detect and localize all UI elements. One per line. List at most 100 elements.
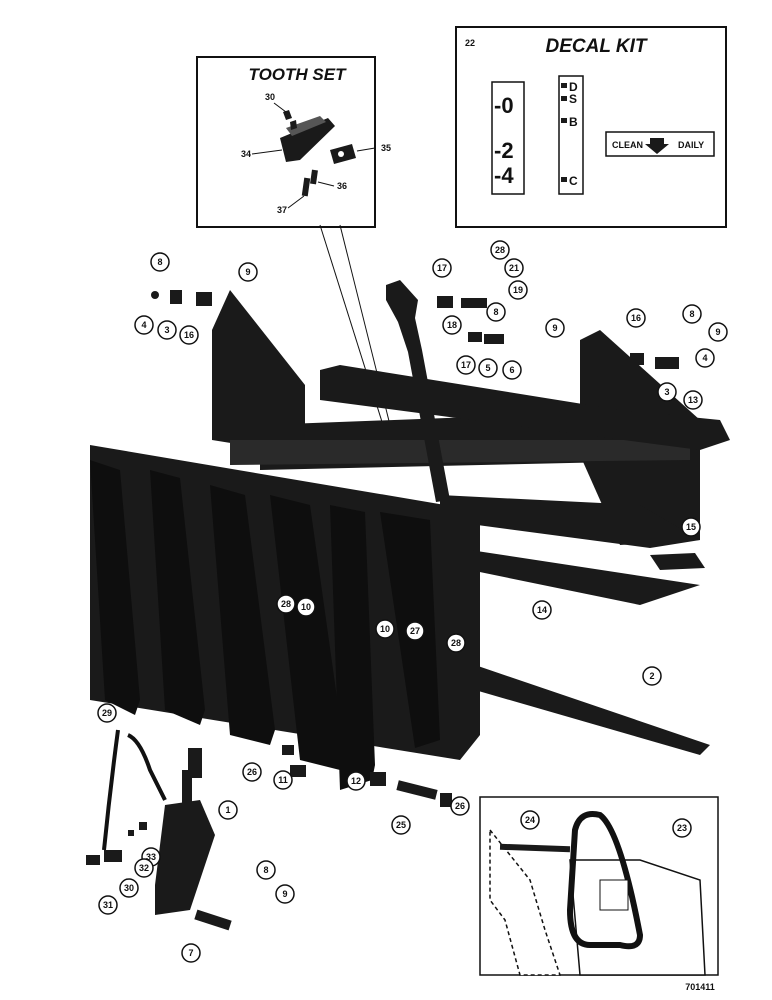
callout-circle <box>456 355 476 375</box>
callout-label: 30 <box>124 883 134 893</box>
callout-5: 5 <box>478 358 498 378</box>
callout-17: 17 <box>456 355 476 375</box>
callout-circle <box>275 884 295 904</box>
callout-circle <box>242 762 262 782</box>
callout-circle <box>478 358 498 378</box>
callout-label: 8 <box>689 309 694 319</box>
callout-25: 25 <box>391 815 411 835</box>
label-36: 36 <box>337 181 347 191</box>
decal-kit-title: DECAL KIT <box>546 36 648 57</box>
callout-9: 9 <box>545 318 565 338</box>
callout-label: 3 <box>164 325 169 335</box>
callout-28: 28 <box>276 594 296 614</box>
decal-daily-label: DAILY <box>678 140 704 150</box>
callout-label: 31 <box>103 900 113 910</box>
callout-label: 9 <box>245 267 250 277</box>
callout-label: 10 <box>380 624 390 634</box>
callout-label: 12 <box>351 776 361 786</box>
callout-circle <box>134 858 154 878</box>
callout-label: 8 <box>493 307 498 317</box>
callout-circle <box>446 633 466 653</box>
callout-circle <box>683 390 703 410</box>
callout-label: 33 <box>146 852 156 862</box>
callout-circle <box>238 262 258 282</box>
decal-right-d: D <box>569 80 578 94</box>
callout-circle <box>442 315 462 335</box>
callout-label: 25 <box>396 820 406 830</box>
callout-circle <box>432 258 452 278</box>
callout-30: 30 <box>119 878 139 898</box>
callout-circle <box>532 600 552 620</box>
callout-10: 10 <box>375 619 395 639</box>
callout-label: 24 <box>525 815 535 825</box>
decal-right-c: C <box>569 174 578 188</box>
label-34: 34 <box>241 149 251 159</box>
tooth-illustration <box>280 110 356 197</box>
callout-19: 19 <box>508 280 528 300</box>
label-30: 30 <box>265 92 275 102</box>
callout-32: 32 <box>134 858 154 878</box>
callout-10: 10 <box>296 597 316 617</box>
callout-label: 10 <box>301 602 311 612</box>
callout-21: 21 <box>504 258 524 278</box>
callout-circle <box>134 315 154 335</box>
callout-15: 15 <box>681 517 701 537</box>
callout-label: 9 <box>715 327 720 337</box>
decal-clean-daily <box>605 131 715 157</box>
callout-label: 28 <box>495 245 505 255</box>
label-35: 35 <box>381 143 391 153</box>
callout-label: 16 <box>631 313 641 323</box>
callout-label: 11 <box>278 775 288 785</box>
callout-circle <box>695 348 715 368</box>
callout-circle <box>508 280 528 300</box>
callout-8: 8 <box>682 304 702 324</box>
callout-18: 18 <box>442 315 462 335</box>
callout-circle <box>97 703 117 723</box>
decal-kit-number: 22 <box>465 38 475 48</box>
pin-7 <box>194 909 232 931</box>
callout-6: 6 <box>502 360 522 380</box>
callout-circle <box>682 304 702 324</box>
callout-4: 4 <box>134 315 154 335</box>
decal-right-b: B <box>569 115 578 129</box>
callout-label: 13 <box>688 395 698 405</box>
callout-26: 26 <box>242 762 262 782</box>
callout-circle <box>375 619 395 639</box>
hoses-29 <box>102 729 167 851</box>
callout-3: 3 <box>157 320 177 340</box>
callout-circle <box>405 621 425 641</box>
callout-circle <box>391 815 411 835</box>
callout-label: 6 <box>509 365 514 375</box>
callout-23: 23 <box>672 818 692 838</box>
callout-label: 4 <box>702 353 707 363</box>
decal-scale-left <box>491 81 525 195</box>
callout-circle <box>520 810 540 830</box>
callout-label: 28 <box>451 638 461 648</box>
callout-label: 9 <box>552 323 557 333</box>
callout-16: 16 <box>626 308 646 328</box>
callout-circle <box>502 360 522 380</box>
callout-14: 14 <box>532 600 552 620</box>
callout-label: 26 <box>247 767 257 777</box>
callout-label: 7 <box>188 948 193 958</box>
down-arrow-icon <box>645 138 669 154</box>
callout-label: 16 <box>184 330 194 340</box>
decal-left-4: -4 <box>494 163 514 188</box>
callout-label: 15 <box>686 522 696 532</box>
callout-26: 26 <box>450 796 470 816</box>
callout-label: 3 <box>664 387 669 397</box>
callout-16: 16 <box>179 325 199 345</box>
callout-2: 2 <box>642 666 662 686</box>
callout-31: 31 <box>98 895 118 915</box>
callout-label: 1 <box>225 805 230 815</box>
callout-circle <box>681 517 701 537</box>
decal-kit-inset: 22 DECAL KIT -0 -2 -4 D S B C CLEAN DAIL… <box>455 26 727 228</box>
callout-27: 27 <box>405 621 425 641</box>
callout-9: 9 <box>708 322 728 342</box>
callout-12: 12 <box>346 771 366 791</box>
drawing-number: 701411 <box>685 982 715 992</box>
callout-circle <box>296 597 316 617</box>
callout-label: 19 <box>513 285 523 295</box>
